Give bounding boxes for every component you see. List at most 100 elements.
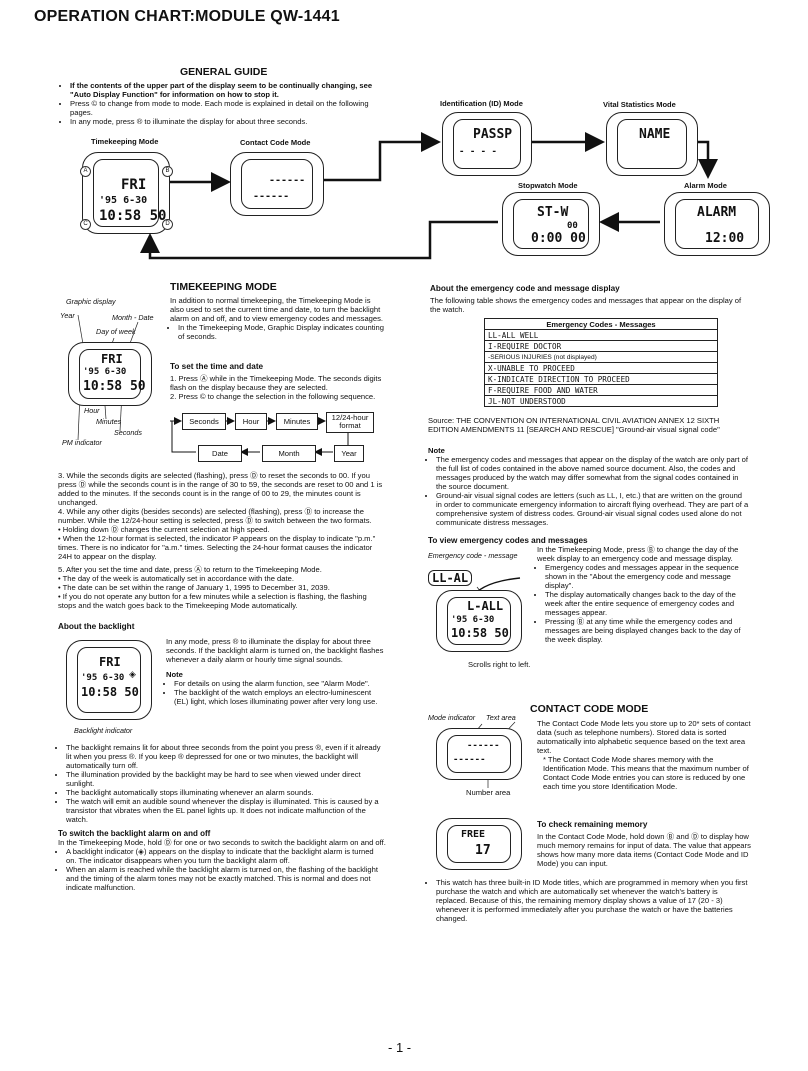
text-area-label: Text area <box>486 713 516 722</box>
day-display: FRI <box>121 177 147 193</box>
general-guide-bullets: If the contents of the upper part of the… <box>62 81 384 126</box>
set-step: • If you do not operate any button for a… <box>58 592 367 610</box>
vital-top-display: NAME <box>639 127 671 142</box>
free-count-display: 17 <box>475 843 491 858</box>
vital-watch: NAME <box>606 112 698 176</box>
year-label: Year <box>60 311 75 320</box>
backlight-intro-text: In any mode, press ® to illuminate the d… <box>166 637 384 664</box>
sw-bottom-display: 0:00 00 <box>531 231 586 246</box>
memory-watch: FREE 17 <box>436 818 522 870</box>
button-c-icon: C <box>80 219 91 230</box>
general-guide-heading: GENERAL GUIDE <box>180 66 268 78</box>
alarm-top-display: ALARM <box>697 205 737 220</box>
view-intro: In the Timekeeping Mode, press Ⓑ to chan… <box>537 545 739 563</box>
switch-bullet: A backlight indicator (◈) appears on the… <box>66 847 386 865</box>
stopwatch-mode-label: Stopwatch Mode <box>518 181 578 190</box>
contact-bullet: This watch has three built-in ID Mode ti… <box>436 878 750 923</box>
contact-code-mode-label: Contact Code Mode <box>240 138 311 147</box>
seq-month: Month <box>262 445 316 462</box>
button-a-icon: A <box>80 166 91 177</box>
seq-format: 12/24-hour format <box>326 412 374 433</box>
table-row: F-REQUIRE FOOD AND WATER <box>484 384 718 396</box>
set-step: 2. Press © to change the selection in th… <box>170 392 376 401</box>
emergency-heading: About the emergency code and message dis… <box>430 284 620 293</box>
switch-heading: To switch the backlight alarm on and off <box>58 829 211 838</box>
timekeeping-detail-watch: FRI '95 6-30 10:58 50 <box>68 342 152 406</box>
guide-bullet: Press © to change from mode to mode. Eac… <box>70 99 384 117</box>
page-title: OPERATION CHART:MODULE QW-1441 <box>34 8 340 25</box>
set-step: 5. After you set the time and date, pres… <box>58 565 322 574</box>
cc-top-display: ------ <box>269 175 306 186</box>
table-header: Emergency Codes - Messages <box>484 318 718 330</box>
table-row: X-UNABLE TO PROCEED <box>484 362 718 374</box>
bl-date-display: '95 6-30 <box>81 673 125 683</box>
id-mode-label: Identification (ID) Mode <box>440 99 523 108</box>
free-display: FREE <box>461 829 486 840</box>
switch-text: In the Timekeeping Mode, hold Ⓓ for one … <box>58 838 386 847</box>
vital-mode-label: Vital Statistics Mode <box>603 100 676 109</box>
month-date-label: Month - Date <box>112 313 154 322</box>
minutes-label: Minutes <box>96 417 122 426</box>
set-step: 4. While any other digits (besides secon… <box>58 507 372 525</box>
contact-text-display: ------ <box>467 741 500 751</box>
seq-seconds: Seconds <box>182 413 226 430</box>
table-row: JL-NOT UNDERSTOOD <box>484 395 718 407</box>
bl-time-display: 10:58 50 <box>81 685 139 699</box>
alarm-bottom-display: 12:00 <box>705 231 745 246</box>
em-date-display: '95 6-30 <box>451 615 495 625</box>
set-time-heading: To set the time and date <box>170 362 264 371</box>
timekeeping-heading: TIMEKEEPING MODE <box>170 281 277 293</box>
seq-hour: Hour <box>235 413 267 430</box>
date-display: '95 6-30 <box>99 195 148 206</box>
backlight-note-heading: Note <box>166 670 183 679</box>
alarm-watch: ALARM 12:00 <box>664 192 770 256</box>
view-emergency-heading: To view emergency codes and messages <box>428 536 588 545</box>
set-step: 3. While the seconds digits are selected… <box>58 471 383 507</box>
set-step: • Holding down Ⓓ changes the current sel… <box>58 525 270 534</box>
contact-code-watch: ------ ------ <box>230 152 324 216</box>
set-step: 1. Press Ⓐ while in the Timekeeping Mode… <box>170 374 382 392</box>
pm-indicator-label: PM indicator <box>62 438 102 447</box>
seq-date: Date <box>198 445 242 462</box>
scroll-preview: LL-AL <box>428 570 473 586</box>
id-watch: PASSP - - - - <box>442 112 532 176</box>
em-time-display: 10:58 50 <box>451 626 509 640</box>
guide-bullet: In any mode, press ® to illuminate the d… <box>70 117 384 126</box>
table-row: I-REQUIRE DOCTOR <box>484 340 718 352</box>
backlight-heading: About the backlight <box>58 622 135 631</box>
backlight-bullet: The backlight automatically stops illumi… <box>66 788 386 797</box>
guide-bullet: If the contents of the upper part of the… <box>70 81 384 99</box>
emergency-watch: L-ALL '95 6-30 10:58 50 <box>436 590 522 652</box>
stopwatch-watch: ST-W 00 0:00 00 <box>502 192 600 256</box>
emergency-codes-table: Emergency Codes - Messages LL-ALL WELL I… <box>484 318 718 407</box>
backlight-indicator-icon: ◈ <box>129 669 136 679</box>
emergency-note: Ground-air visual signal codes are lette… <box>436 491 750 527</box>
timekeeping-intro-bullet: In the Timekeeping Mode, Graphic Display… <box>178 323 385 341</box>
emergency-note: The emergency codes and messages that ap… <box>436 455 750 491</box>
contact-number-display: ------ <box>453 755 486 765</box>
emergency-code-label: Emergency code - message <box>428 551 518 560</box>
set-time-steps: 1. Press Ⓐ while in the Timekeeping Mode… <box>170 374 390 401</box>
backlight-bullet: The backlight remains lit for about thre… <box>66 743 386 770</box>
detail-date-display: '95 6-30 <box>83 367 127 377</box>
table-row: -SERIOUS INJURIES (not displayed) <box>484 351 718 363</box>
button-d-icon: D <box>162 219 173 230</box>
day-of-week-label: Day of week <box>96 327 136 336</box>
view-bullet: Emergency codes and messages appear in t… <box>545 563 751 590</box>
emergency-note-heading: Note <box>428 446 445 455</box>
backlight-bullet: The illumination provided by the backlig… <box>66 770 386 788</box>
emergency-notes: Note The emergency codes and messages th… <box>428 446 750 527</box>
view-bullet: Pressing Ⓑ at any time while the emergen… <box>545 617 751 644</box>
sw-top-display: ST-W <box>537 205 569 220</box>
table-row: K-INDICATE DIRECTION TO PROCEED <box>484 373 718 385</box>
seconds-label: Seconds <box>114 428 142 437</box>
emergency-intro: The following table shows the emergency … <box>430 296 742 314</box>
set-step: • The date can be set within the range o… <box>58 583 330 592</box>
check-memory-heading: To check remaining memory <box>537 820 648 829</box>
backlight-bullets: The backlight remains lit for about thre… <box>58 743 386 892</box>
contact-code-bullet: This watch has three built-in ID Mode ti… <box>428 878 750 923</box>
timekeeping-watch: FRI '95 6-30 10:58 50 <box>82 152 170 234</box>
table-row: LL-ALL WELL <box>484 329 718 341</box>
backlight-watch: FRI '95 6-30 10:58 50 ◈ <box>66 640 152 720</box>
